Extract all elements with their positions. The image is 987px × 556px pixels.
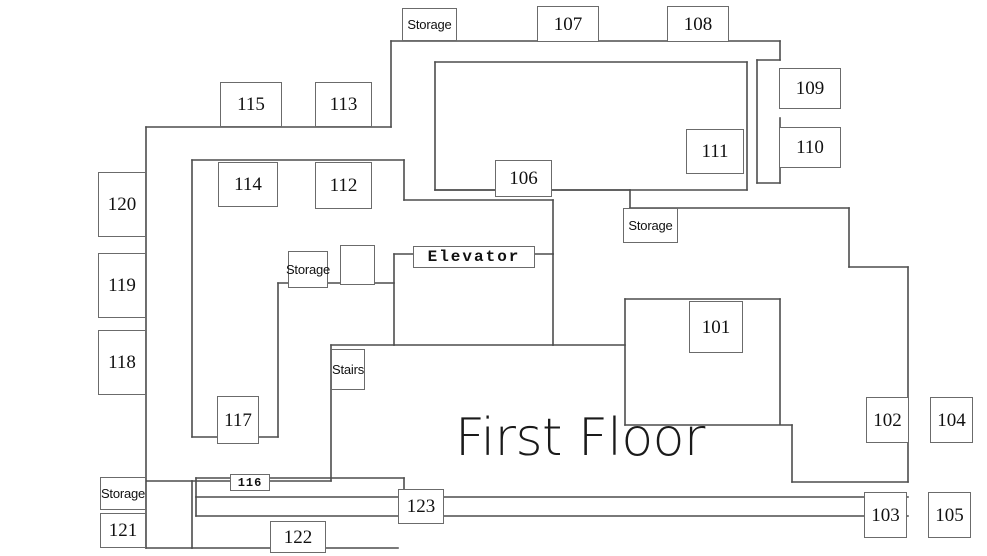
room-label-102[interactable]: 102	[866, 397, 909, 443]
room-label-106[interactable]: 106	[495, 160, 552, 197]
room-label-room-blank[interactable]	[340, 245, 375, 285]
room-label-storage-top[interactable]: Storage	[402, 8, 457, 41]
room-label-120[interactable]: 120	[98, 172, 146, 237]
room-label-111[interactable]: 111	[686, 129, 744, 174]
room-label-103[interactable]: 103	[864, 492, 907, 538]
room-label-storage-mid[interactable]: Storage	[286, 251, 330, 288]
room-label-stairs[interactable]: Stairs	[331, 349, 365, 390]
room-label-107[interactable]: 107	[537, 6, 599, 42]
room-label-119[interactable]: 119	[98, 253, 146, 318]
room-label-122[interactable]: 122	[270, 521, 326, 553]
room-label-104[interactable]: 104	[930, 397, 973, 443]
room-label-123[interactable]: 123	[398, 489, 444, 524]
room-label-101[interactable]: 101	[689, 301, 743, 353]
room-label-108[interactable]: 108	[667, 6, 729, 42]
room-label-115[interactable]: 115	[220, 82, 282, 127]
room-label-elevator[interactable]: Elevator	[413, 246, 535, 268]
room-label-114[interactable]: 114	[218, 162, 278, 207]
room-label-storage-bl[interactable]: Storage	[100, 477, 146, 510]
room-label-storage-right[interactable]: Storage	[623, 208, 678, 243]
room-label-109[interactable]: 109	[779, 68, 841, 109]
room-label-113[interactable]: 113	[315, 82, 372, 127]
room-label-116[interactable]: 116	[230, 474, 270, 491]
room-label-105[interactable]: 105	[928, 492, 971, 538]
room-label-117[interactable]: 117	[217, 396, 259, 444]
room-label-118[interactable]: 118	[98, 330, 146, 395]
room-label-110[interactable]: 110	[779, 127, 841, 168]
room-label-121[interactable]: 121	[100, 513, 146, 548]
page-title: First Floor	[455, 408, 705, 468]
room-label-112[interactable]: 112	[315, 162, 372, 209]
